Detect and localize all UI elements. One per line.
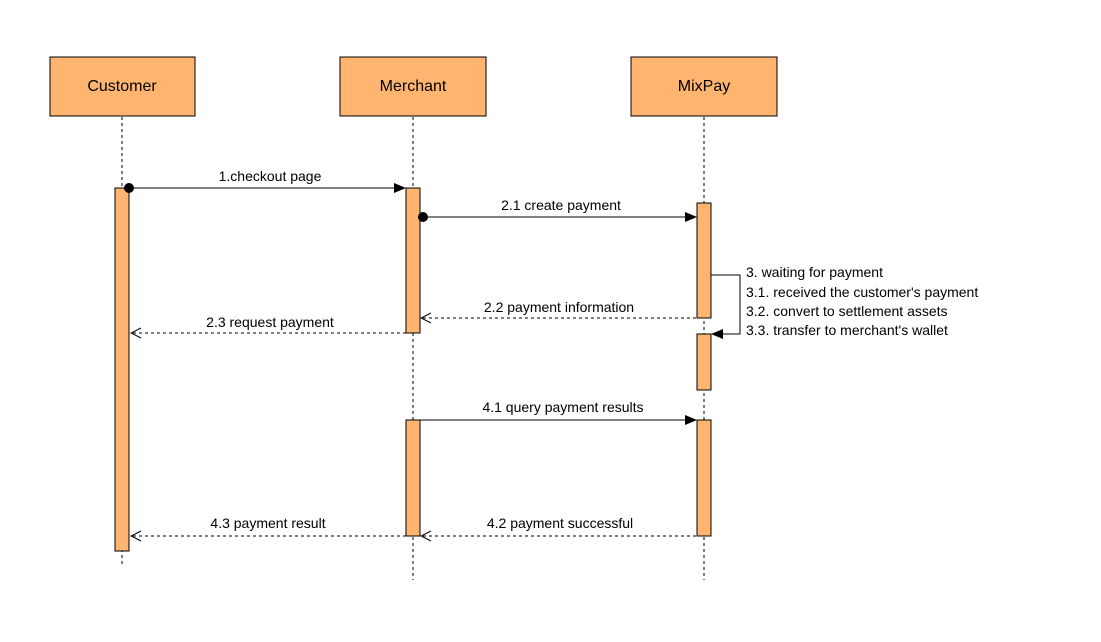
message-payment-information-label: 2.2 payment information: [484, 299, 634, 315]
message-query-payment-results: 4.1 query payment results: [420, 399, 697, 425]
message-payment-information: 2.2 payment information: [421, 299, 696, 318]
message-payment-successful: 4.2 payment successful: [421, 515, 696, 536]
mixpay-activation-2: [696, 333, 712, 391]
message-checkout-page: 1.checkout page: [124, 168, 406, 193]
message-query-payment-results-label: 4.1 query payment results: [482, 399, 643, 415]
message-create-payment: 2.1 create payment: [418, 197, 697, 222]
message-request-payment: 2.3 request payment: [131, 314, 406, 333]
participant-customer-label: Customer: [87, 78, 157, 95]
message-request-payment-label: 2.3 request payment: [206, 314, 334, 330]
merchant-activation-1: [405, 187, 421, 334]
self-message-line-3: 3.2. convert to settlement assets: [746, 303, 948, 319]
message-payment-result-label: 4.3 payment result: [210, 515, 325, 531]
self-message-mixpay: 3. waiting for payment 3.1. received the…: [711, 264, 978, 339]
customer-activation: [114, 187, 130, 552]
message-payment-result: 4.3 payment result: [131, 515, 406, 536]
message-checkout-page-label: 1.checkout page: [219, 168, 322, 184]
participant-customer: Customer: [49, 56, 196, 117]
message-create-payment-label: 2.1 create payment: [501, 197, 621, 213]
self-message-line-2: 3.1. received the customer's payment: [746, 284, 978, 300]
participant-merchant-label: Merchant: [380, 78, 447, 95]
participant-mixpay-label: MixPay: [678, 78, 730, 95]
message-payment-successful-label: 4.2 payment successful: [487, 515, 633, 531]
participant-mixpay: MixPay: [630, 56, 778, 117]
mixpay-activation-1: [696, 202, 712, 319]
participant-merchant: Merchant: [339, 56, 487, 117]
merchant-activation-2: [405, 419, 421, 537]
self-message-line-4: 3.3. transfer to merchant's wallet: [746, 322, 948, 338]
self-message-line-1: 3. waiting for payment: [746, 264, 883, 280]
mixpay-activation-3: [696, 419, 712, 537]
